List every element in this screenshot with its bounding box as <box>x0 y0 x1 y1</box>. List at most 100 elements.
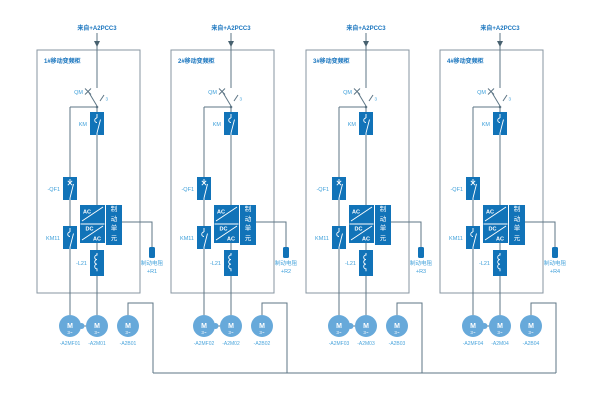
converter-ac-label: AC <box>352 210 360 216</box>
svg-text:3~: 3~ <box>528 330 534 335</box>
svg-text:M: M <box>336 323 342 330</box>
svg-text:M: M <box>125 323 131 330</box>
reactor-tag: -L21 <box>76 261 87 267</box>
main-contactor-icon <box>358 111 374 136</box>
motor-tag: -A2MF04 <box>463 341 484 347</box>
cabinet-1: 3 QM KM -QF1 KM11 AC DC AC 制动电阻 +R1 -L21… <box>36 24 164 373</box>
cabinet-3: 3 QM KM -QF1 KM11 AC DC AC 制动电阻 +R3 -L21… <box>305 24 432 373</box>
braking-unit-box <box>106 205 122 245</box>
converter-ac-label: AC <box>362 237 370 243</box>
cabinet-4: 3 QM KM -QF1 KM11 AC DC AC 制动电阻 +R4 -L21… <box>439 24 566 373</box>
braking-unit-label: 制动单元 <box>244 206 252 242</box>
main-motor: M 3~ -A2M01 <box>86 315 108 347</box>
cabinet-title: 2#移动变频柜 <box>178 57 215 65</box>
feed-arrow-icon <box>363 41 369 47</box>
motor-tag: -A2MF03 <box>329 341 350 347</box>
converter-ac-label: AC <box>227 237 235 243</box>
svg-text:3~: 3~ <box>470 330 476 335</box>
converter-dc-label: DC <box>86 227 94 233</box>
svg-text:M: M <box>94 323 100 330</box>
braking-resistor-icon <box>552 247 558 258</box>
spare-motor: M 3~ -A2B04 <box>520 315 542 347</box>
braking-resistor-tag: +R3 <box>416 269 426 275</box>
source-label: 来自+A2PCC3 <box>211 24 251 32</box>
encoder-icon <box>78 323 85 329</box>
svg-text:3~: 3~ <box>67 330 73 335</box>
svg-text:M: M <box>363 323 369 330</box>
converter-dc-label: DC <box>489 227 497 233</box>
svg-text:3~: 3~ <box>125 330 131 335</box>
encoder-icon <box>347 323 354 329</box>
junction-dot <box>364 105 368 109</box>
svg-text:M: M <box>528 323 534 330</box>
main-contactor-icon <box>492 111 508 136</box>
motor-tag: -A2B03 <box>389 341 406 347</box>
main-contactor-icon <box>89 111 105 136</box>
circuit-breaker-icon <box>62 176 78 201</box>
braking-unit-box <box>509 205 525 245</box>
converter-ac-label: AC <box>83 210 91 216</box>
main-contactor-icon <box>223 111 239 136</box>
main-motor: M 3~ -A2M03 <box>355 315 377 347</box>
main-contactor-tag: KM <box>79 122 88 128</box>
reactor-tag: -L21 <box>345 261 356 267</box>
pole-count-label: 3 <box>240 97 243 102</box>
bypass-contactor-icon <box>465 225 481 250</box>
junction-dot <box>95 105 99 109</box>
feed-arrow-icon <box>94 41 100 47</box>
source-label: 来自+A2PCC3 <box>346 24 386 32</box>
reactor-icon <box>492 249 508 277</box>
main-motor: M 3~ -A2M02 <box>220 315 242 347</box>
bypass-contactor-tag: KM11 <box>46 236 60 242</box>
svg-text:3~: 3~ <box>336 330 342 335</box>
pole-count-label: 3 <box>106 97 109 102</box>
disconnect-switch-icon <box>84 88 105 107</box>
disconnect-switch-icon <box>218 88 239 107</box>
spare-motor: M 3~ -A2B02 <box>251 315 273 347</box>
reactor-tag: -L21 <box>479 261 490 267</box>
main-contactor-tag: KM <box>482 122 491 128</box>
reactor-icon <box>223 249 239 277</box>
motor-tag: -A2M04 <box>491 341 509 347</box>
pole-count-label: 3 <box>509 97 512 102</box>
wiring <box>69 33 154 373</box>
cabinet-title: 3#移动变频柜 <box>313 57 350 65</box>
junction-dot <box>498 105 502 109</box>
converter-ac-label: AC <box>496 237 504 243</box>
spare-motor: M 3~ -A2B03 <box>386 315 408 347</box>
cabinet-outline <box>170 49 275 294</box>
bypass-contactor-tag: KM11 <box>315 236 329 242</box>
braking-unit-label: 制动单元 <box>513 206 521 242</box>
breaker-tag: -QF1 <box>47 187 60 193</box>
braking-resistor-tag: +R4 <box>550 269 560 275</box>
disconnect-tag: QM <box>74 90 83 96</box>
converter-ac-label: AC <box>486 210 494 216</box>
breaker-tag: -QF1 <box>181 187 194 193</box>
braking-resistor-tag: +R1 <box>147 269 157 275</box>
disconnect-tag: QM <box>343 90 352 96</box>
circuit-breaker-icon <box>465 176 481 201</box>
breaker-tag: -QF1 <box>316 187 329 193</box>
spare-motor: M 3~ -A2B01 <box>117 315 139 347</box>
disconnect-tag: QM <box>477 90 486 96</box>
frequency-converter-icon: AC DC AC <box>80 205 105 243</box>
cabinet-title: 4#移动变频柜 <box>447 57 484 65</box>
bypass-contactor-tag: KM11 <box>180 236 194 242</box>
wiring <box>338 33 423 373</box>
cabinet-2: 3 QM KM -QF1 KM11 AC DC AC 制动电阻 +R2 -L21… <box>170 24 297 373</box>
braking-resistor-icon <box>418 247 424 258</box>
svg-text:M: M <box>259 323 265 330</box>
fan-motor: M 3~ -A2MF03 <box>328 315 350 347</box>
converter-dc-label: DC <box>355 227 363 233</box>
converter-ac-label: AC <box>217 210 225 216</box>
braking-resistor-tag: +R2 <box>281 269 291 275</box>
svg-text:M: M <box>228 323 234 330</box>
braking-resistor-icon <box>283 247 289 258</box>
disconnect-tag: QM <box>208 90 217 96</box>
disconnect-switch-icon <box>353 88 374 107</box>
braking-resistor-label: 制动电阻 <box>141 259 164 267</box>
encoder-icon <box>481 323 488 329</box>
motor-tag: -A2M02 <box>222 341 240 347</box>
